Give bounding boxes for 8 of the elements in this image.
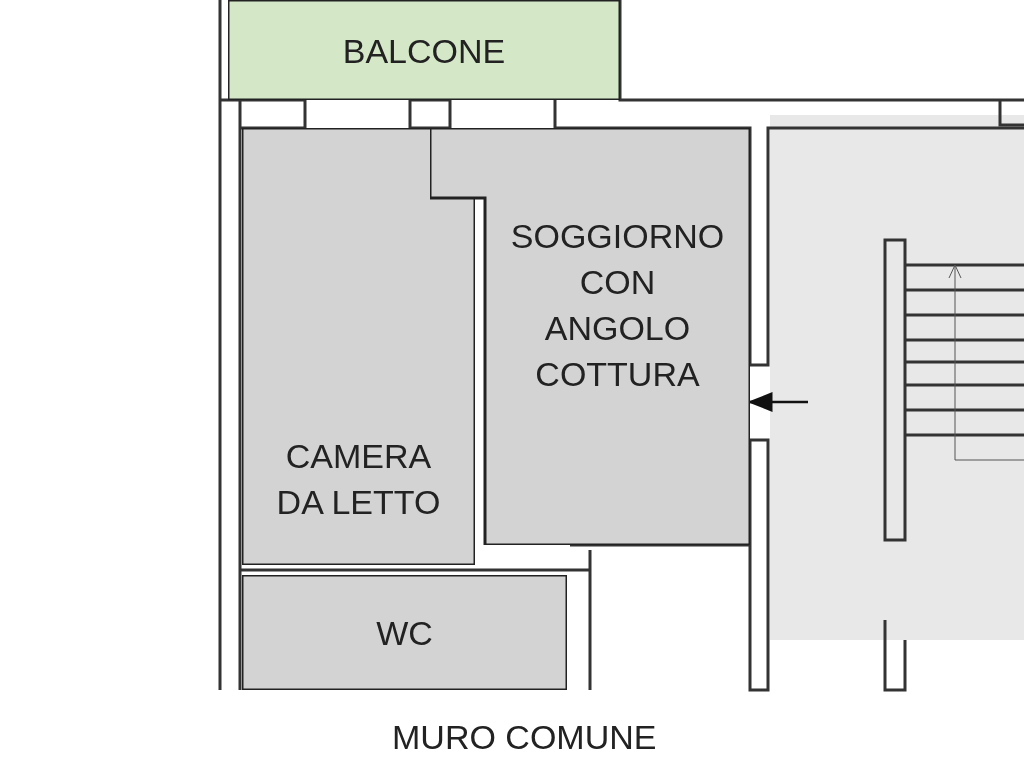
balcony-area — [228, 0, 620, 100]
room-name: CAMERA DA LETTO — [275, 436, 442, 523]
room-name: BALCONE — [341, 31, 507, 72]
room-area — [242, 575, 567, 690]
room-name: WC — [375, 613, 434, 654]
room-name: SOGGIORNO CON ANGOLO COTTURA — [509, 216, 726, 395]
room-area — [242, 128, 475, 565]
wall-label: MURO COMUNE — [392, 718, 657, 757]
